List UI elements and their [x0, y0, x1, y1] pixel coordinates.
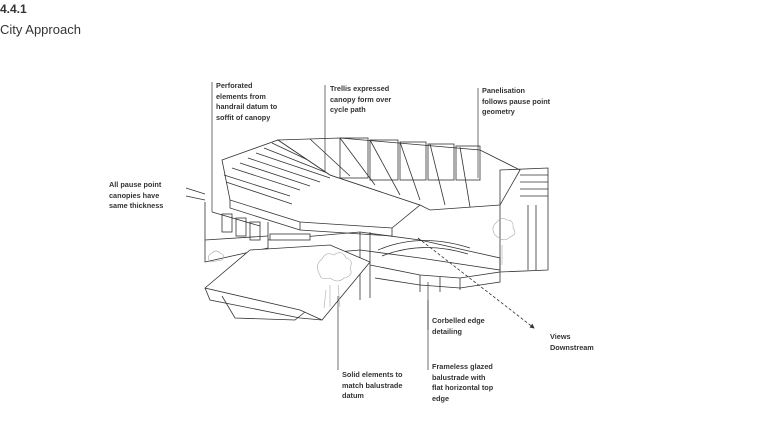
note-perforated: Perforated elements from handrail datum … [216, 81, 278, 122]
views-arrow [417, 237, 535, 329]
note-panelisation: Panelisation follows pause point geometr… [482, 86, 551, 116]
foliage [208, 218, 516, 309]
note-corbelled: Corbelled edge detailing [432, 316, 485, 336]
left-pause-bay [204, 202, 269, 263]
note-trellis: Trellis expressed canopy form over cycle… [330, 84, 392, 114]
note-frameless: Frameless glazed balustrade with flat ho… [432, 362, 494, 403]
section-number: 4.4.1 [0, 2, 27, 16]
section-title: City Approach [0, 22, 81, 37]
leader-lines [185, 82, 479, 370]
bench-blocks [269, 233, 311, 241]
bridge-structure [204, 137, 549, 321]
note-solid: Solid elements to match balustrade datum [342, 370, 403, 400]
note-pause-canopies: All pause point canopies have same thick… [109, 180, 164, 210]
front-deck [204, 244, 371, 321]
front-pier [221, 295, 306, 321]
corbelled-edge [369, 264, 501, 289]
panel-facade [339, 137, 481, 181]
right-terraces [499, 167, 549, 273]
note-views: Views Downstream [550, 332, 594, 352]
